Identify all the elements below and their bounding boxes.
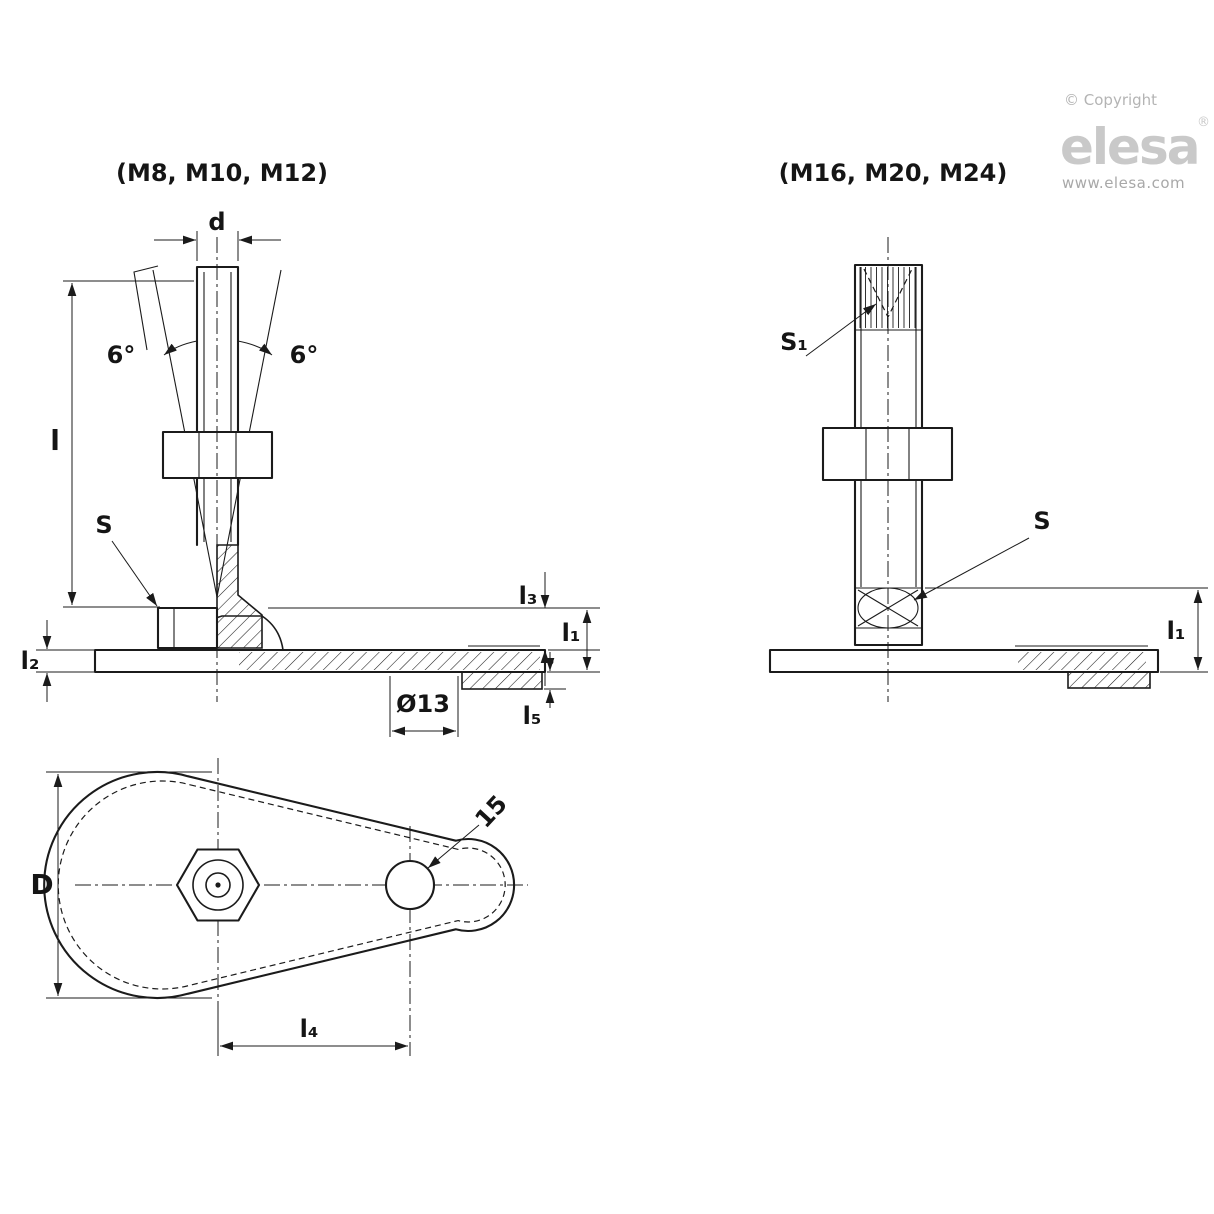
l2-label: l₂ xyxy=(21,647,40,675)
mounting-hole xyxy=(384,859,436,911)
l5-label: l₅ xyxy=(523,702,542,730)
hole15-label: 15 xyxy=(470,790,513,834)
center-hex xyxy=(175,848,261,922)
tilt-lines: 6° 6° xyxy=(107,265,319,598)
l4-label: l₄ xyxy=(300,1015,319,1043)
dim-d: d xyxy=(154,208,281,261)
base-plate-large xyxy=(768,645,1160,689)
website-text: www.elesa.com xyxy=(1062,174,1185,192)
bottom-view: D l₄ 15 xyxy=(30,758,528,1056)
socket-cone xyxy=(863,268,913,319)
l1-right-label: l₁ xyxy=(1167,617,1186,645)
D-label: D xyxy=(30,868,53,901)
angle-right-label: 6° xyxy=(290,341,319,369)
copyright-text: © Copyright xyxy=(1064,91,1157,109)
dim-D: D xyxy=(30,771,212,999)
l-label: l xyxy=(50,424,60,457)
d-label: d xyxy=(208,208,225,236)
s-large-label: S xyxy=(1033,507,1050,535)
callout-s: S xyxy=(95,511,158,607)
s-label: S xyxy=(95,511,112,539)
dim-l4: l₄ xyxy=(217,1008,408,1056)
elesa-logo: elesa xyxy=(1060,118,1198,176)
right-extensions xyxy=(268,607,600,690)
l1-left-label: l₁ xyxy=(562,619,581,647)
left-view-title: (M8, M10, M12) xyxy=(116,159,328,187)
base-inner-edge xyxy=(57,780,506,990)
callout-s-large: S xyxy=(913,507,1051,601)
right-view-title: (M16, M20, M24) xyxy=(779,159,1008,187)
registered-mark: ® xyxy=(1197,115,1210,130)
dim-l5: l₅ xyxy=(523,652,555,730)
hole13-label: Ø13 xyxy=(396,690,450,718)
dim-l1-left: l₁ xyxy=(562,610,592,670)
angle-left-label: 6° xyxy=(107,341,136,369)
l3-label: l₃ xyxy=(519,582,538,610)
s1-label: S₁ xyxy=(780,328,808,356)
left-view: (M8, M10, M12) 6° 6° xyxy=(21,159,600,737)
dim-l3: l₃ xyxy=(519,572,550,686)
right-view: (M16, M20, M24) xyxy=(768,159,1208,702)
dim-l1-right: l₁ xyxy=(925,587,1208,673)
dim-hole13: Ø13 xyxy=(389,676,459,737)
dim-l2: l₂ xyxy=(21,620,94,702)
callout-s1: S₁ xyxy=(780,303,877,357)
wrench-hex-body xyxy=(156,606,219,650)
dim-l: l xyxy=(50,280,194,608)
base-plate xyxy=(93,645,547,690)
branding: © Copyright elesa ® www.elesa.com xyxy=(1060,91,1210,192)
